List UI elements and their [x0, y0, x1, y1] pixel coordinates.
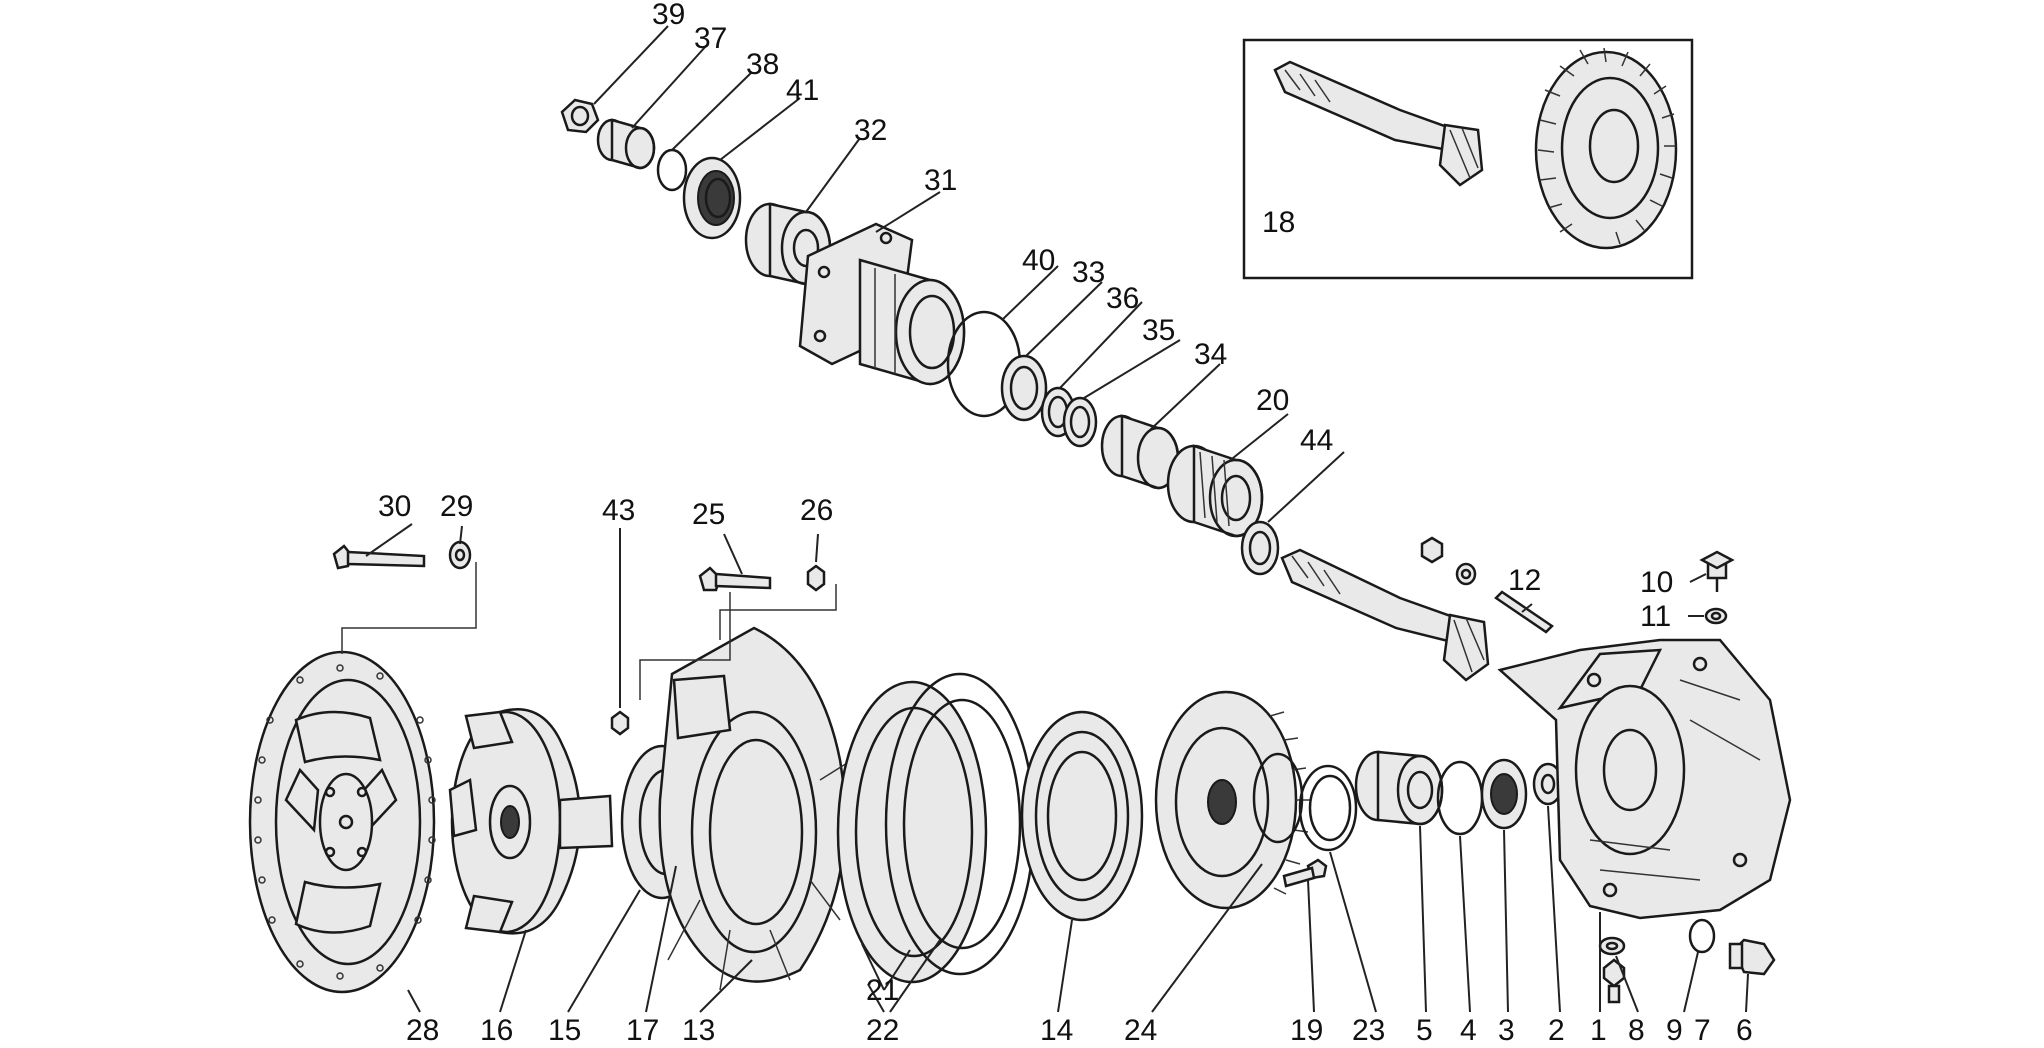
label-30: 30 [378, 490, 411, 523]
label-22: 22 [866, 1014, 899, 1047]
label-39: 39 [652, 0, 685, 31]
label-13: 13 [682, 1014, 715, 1047]
leader-lines [341, 25, 1749, 1013]
part-38-o-ring [656, 148, 688, 192]
part-11-washer [1704, 607, 1728, 625]
label-33: 33 [1072, 256, 1105, 289]
label-31: 31 [924, 164, 957, 197]
label-23: 23 [1352, 1014, 1385, 1047]
part-31-housing [798, 222, 966, 386]
part-34-spacer-tube [1100, 414, 1180, 490]
part-23-shim [1298, 764, 1358, 852]
part-41-seal [682, 156, 742, 240]
label-24: 24 [1124, 1014, 1157, 1047]
part-5-bearing [1354, 750, 1444, 826]
label-8: 8 [1628, 1014, 1645, 1047]
label-41: 41 [786, 74, 819, 107]
part-8-drain-plug [1602, 958, 1626, 1004]
label-29: 29 [440, 490, 473, 523]
label-20: 20 [1256, 384, 1289, 417]
part-4-ring [1436, 760, 1484, 836]
part-43-nut [610, 710, 630, 736]
label-19: 19 [1290, 1014, 1323, 1047]
label-40: 40 [1022, 244, 1055, 277]
part-10-breather [1699, 550, 1735, 592]
label-4: 4 [1460, 1014, 1477, 1047]
part-25-bolt [698, 566, 772, 592]
label-10: 10 [1640, 566, 1673, 599]
label-6: 6 [1736, 1014, 1753, 1047]
part-24-crown-gear [1154, 690, 1310, 910]
inset-crown-gear [1534, 47, 1678, 250]
label-2: 2 [1548, 1014, 1565, 1047]
label-32: 32 [854, 114, 887, 147]
part-7-o-ring [1688, 918, 1716, 954]
label-17: 17 [626, 1014, 659, 1047]
label-12: 12 [1508, 564, 1541, 597]
label-28: 28 [406, 1014, 439, 1047]
small-nut-pair [1420, 536, 1477, 586]
part-3-seal [1480, 758, 1528, 830]
label-18: 18 [1262, 206, 1295, 239]
label-25: 25 [692, 498, 725, 531]
part-33-washer [1000, 354, 1048, 422]
part-13-caliper-plate [658, 626, 853, 991]
part-21-22-brake-shoes [836, 672, 1036, 984]
label-36: 36 [1106, 282, 1139, 315]
label-1: 1 [1590, 1014, 1607, 1047]
label-11: 11 [1640, 600, 1671, 633]
label-26: 26 [800, 494, 833, 527]
label-37: 37 [694, 22, 727, 55]
part-24b-shim [1252, 752, 1304, 844]
part-30-bolt [332, 544, 426, 570]
part-12-stud [1494, 590, 1554, 634]
part-29-washer [448, 540, 472, 570]
inset-pinion-shaft [1273, 60, 1484, 187]
part-9-washer [1598, 936, 1626, 956]
part-28-brake-disc [248, 650, 436, 994]
pinion-shaft [1280, 548, 1490, 682]
label-35: 35 [1142, 314, 1175, 347]
part-26-nut [806, 564, 826, 592]
label-43: 43 [602, 494, 635, 527]
part-37-spacer [596, 118, 656, 170]
label-34: 34 [1194, 338, 1227, 371]
label-38: 38 [746, 48, 779, 81]
part-35-shim [1062, 396, 1098, 448]
part-39-nut [560, 98, 600, 134]
label-44: 44 [1300, 424, 1333, 457]
label-3: 3 [1498, 1014, 1515, 1047]
part-44-ring [1240, 520, 1280, 576]
label-21: 21 [866, 974, 899, 1007]
part-16-wheel-hub [448, 707, 614, 935]
part-19-bolt [1282, 858, 1328, 888]
label-16: 16 [480, 1014, 513, 1047]
label-7: 7 [1694, 1014, 1711, 1047]
part-20-roller-bearing [1166, 444, 1264, 538]
part-6-plug [1728, 938, 1776, 976]
label-14: 14 [1040, 1014, 1073, 1047]
label-9: 9 [1666, 1014, 1683, 1047]
part-1-final-drive-housing [1497, 638, 1792, 920]
label-5: 5 [1416, 1014, 1433, 1047]
inset-box-pinion-crown-gear: 18 [1242, 38, 1694, 280]
label-15: 15 [548, 1014, 581, 1047]
part-labels: 39 37 38 41 32 31 40 33 36 35 34 20 44 1… [378, 0, 1753, 1047]
part-14-bearing [1020, 710, 1144, 922]
